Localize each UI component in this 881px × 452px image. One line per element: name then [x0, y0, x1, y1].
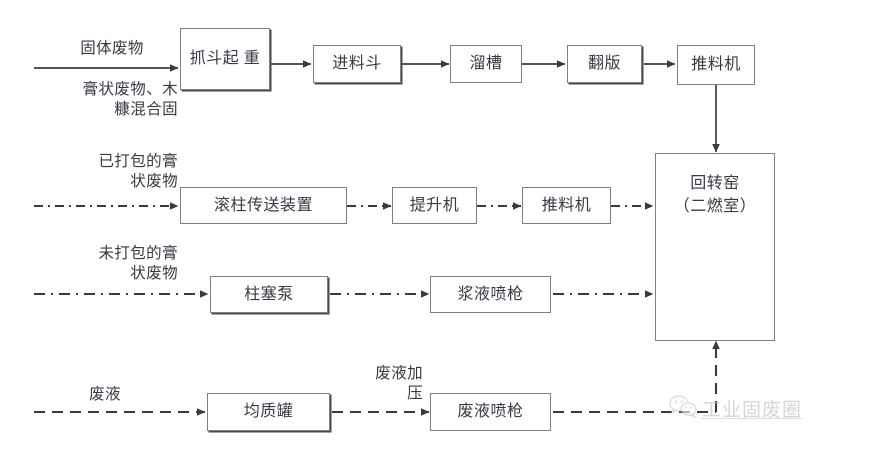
- node-feed-hopper-label: 进料斗: [332, 55, 382, 72]
- node-chute[interactable]: 溜槽: [450, 45, 522, 83]
- node-pusher-top[interactable]: 推料机: [677, 45, 755, 85]
- node-chute-label: 溜槽: [469, 55, 503, 72]
- node-homogenizing-tank-label: 均质罐: [243, 403, 294, 420]
- flow-label-waste-liquid-pressurize: 废液加 压: [375, 365, 423, 403]
- node-roller-conveyor-label: 滚柱传送装置: [213, 196, 313, 214]
- node-pusher-mid-label: 推料机: [541, 196, 592, 214]
- flow-label-unpacked-paste-waste: 未打包的膏 状废物: [98, 245, 178, 283]
- node-pusher-top-label: 推料机: [691, 56, 741, 73]
- node-rotary-kiln-label-primary: 回转窑: [690, 175, 740, 192]
- node-plunger-pump-label: 柱塞泵: [244, 285, 294, 303]
- node-pusher-mid[interactable]: 推料机: [522, 187, 611, 224]
- node-flip-plate[interactable]: 翻版: [567, 45, 642, 83]
- node-slurry-lance[interactable]: 浆液喷枪: [430, 276, 551, 313]
- node-grab-crane[interactable]: 抓斗起 重: [180, 28, 270, 90]
- node-grab-crane-label: 抓斗起 重: [189, 50, 261, 67]
- node-flip-plate-label: 翻版: [587, 55, 621, 72]
- flow-label-packed-paste-waste: 已打包的膏 状废物: [98, 153, 178, 191]
- node-feed-hopper[interactable]: 进料斗: [313, 45, 401, 83]
- node-plunger-pump[interactable]: 柱塞泵: [210, 276, 328, 313]
- node-waste-liquid-lance-label: 废液喷枪: [457, 403, 524, 420]
- node-waste-liquid-lance[interactable]: 废液喷枪: [430, 393, 551, 431]
- node-rotary-kiln[interactable]: 回转窑 （二燃室）: [655, 153, 775, 341]
- wechat-icon: [668, 394, 698, 423]
- node-rotary-kiln-label-secondary: （二燃室）: [673, 198, 757, 216]
- watermark-text: 工业固废圈: [702, 400, 803, 421]
- flow-label-waste-liquid: 废液: [89, 386, 121, 403]
- node-elevator-label: 提升机: [409, 196, 460, 214]
- node-roller-conveyor[interactable]: 滚柱传送装置: [180, 187, 347, 224]
- flow-label-solid-waste: 固体废物: [80, 40, 144, 57]
- node-slurry-lance-label: 浆液喷枪: [457, 285, 524, 303]
- node-homogenizing-tank[interactable]: 均质罐: [207, 393, 330, 431]
- flow-label-paste-sawdust-mix: 膏状废物、木 糠混合固: [82, 81, 178, 119]
- node-elevator[interactable]: 提升机: [392, 187, 477, 224]
- watermark: 工业固废圈: [668, 394, 802, 423]
